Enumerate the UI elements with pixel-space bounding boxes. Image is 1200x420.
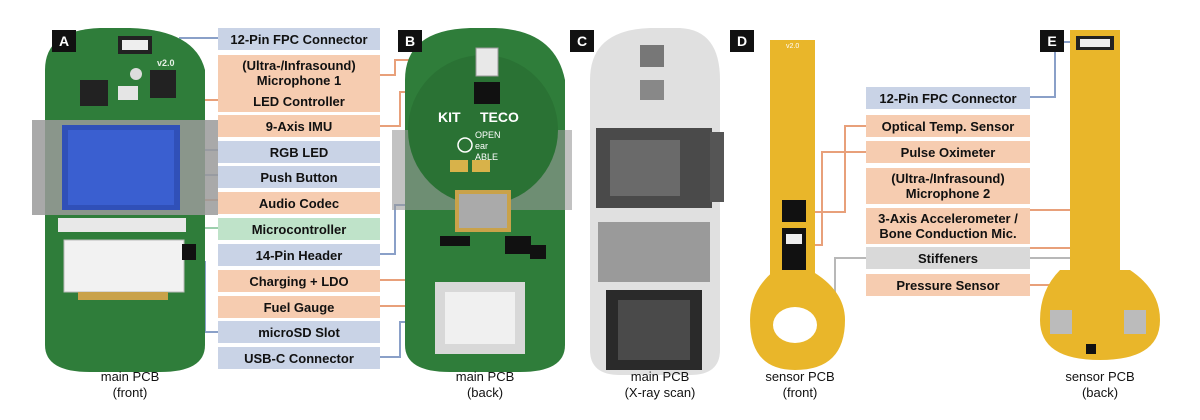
pcb-front: v2.0 (32, 28, 218, 372)
label-sensor-fpc: 12-Pin FPC Connector (866, 87, 1030, 109)
label-fuel-gauge: Fuel Gauge (218, 296, 380, 318)
panel-letter-e: E (1040, 30, 1064, 52)
pcb-version-label: v2.0 (157, 58, 175, 68)
logo-ear: ear (475, 141, 488, 151)
caption-sensor-front: sensor PCB (front) (765, 369, 835, 400)
panel-letter-b: B (398, 30, 422, 52)
label-push-button: Push Button (218, 166, 380, 188)
panel-letter-d: D (730, 30, 754, 52)
label-14pin-header: 14-Pin Header (218, 244, 380, 266)
label-charging-ldo: Charging + LDO (218, 270, 380, 292)
logo-teco: TECO (480, 109, 519, 125)
label-rgb-led: RGB LED (218, 141, 380, 163)
pcb-xray (590, 28, 724, 375)
caption-main-front: main PCB (front) (100, 369, 160, 400)
panel-letter-c: C (570, 30, 594, 52)
logo-open: OPEN (475, 130, 501, 140)
label-audio-codec: Audio Codec (218, 192, 380, 214)
label-microphone-1: (Ultra-/Infrasound) Microphone 1 (218, 55, 380, 91)
label-12pin-fpc: 12-Pin FPC Connector (218, 28, 380, 50)
label-9axis-imu: 9-Axis IMU (218, 115, 380, 137)
label-microphone-2: (Ultra-/Infrasound) Microphone 2 (866, 168, 1030, 204)
label-usbc-connector: USB-C Connector (218, 347, 380, 369)
flex-back (1040, 30, 1160, 360)
label-pressure-sensor: Pressure Sensor (866, 274, 1030, 296)
label-led-controller: LED Controller (218, 90, 380, 112)
flex-front: v2.0 (750, 40, 845, 370)
label-microcontroller: Microcontroller (218, 218, 380, 240)
label-accelerometer: 3-Axis Accelerometer / Bone Conduction M… (866, 208, 1030, 244)
logo-kit: KIT (438, 109, 461, 125)
callout-temp (792, 125, 866, 213)
label-stiffeners: Stiffeners (866, 247, 1030, 269)
label-microsd-slot: microSD Slot (218, 321, 380, 343)
logo-able: ABLE (475, 152, 498, 162)
caption-sensor-back: sensor PCB (back) (1065, 369, 1135, 400)
panel-letter-a: A (52, 30, 76, 52)
label-pulse-oximeter: Pulse Oximeter (866, 141, 1030, 163)
caption-xray: main PCB (X-ray scan) (624, 369, 696, 400)
label-optical-temp: Optical Temp. Sensor (866, 115, 1030, 137)
pcb-back: KIT TECO OPEN ear ABLE (392, 28, 572, 372)
flex-logo: v2.0 (786, 43, 799, 50)
caption-main-back: main PCB (back) (455, 369, 515, 400)
